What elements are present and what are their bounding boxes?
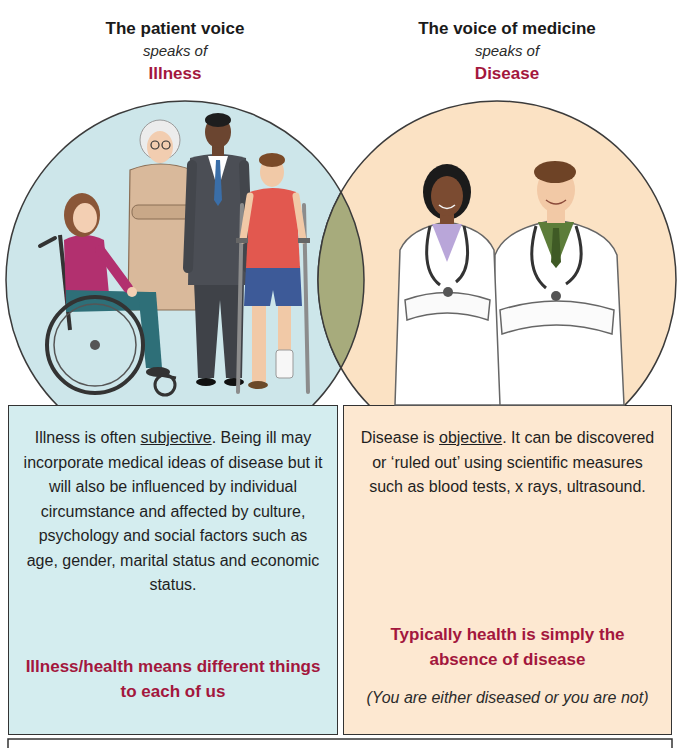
body-text: Disease is objective. It can be discover… xyxy=(358,426,657,500)
young-man-on-crutches-part xyxy=(236,238,248,243)
lower-panel-edge xyxy=(8,739,672,748)
female-doctor-part xyxy=(395,222,500,405)
man-in-suit-part xyxy=(194,280,244,378)
male-doctor-part xyxy=(534,161,576,183)
description-box: Illness is often subjective. Being ill m… xyxy=(8,405,338,735)
topic-heading: Illness xyxy=(25,62,325,86)
older-woman-part xyxy=(162,141,170,149)
female-doctor-part xyxy=(456,226,468,282)
man-in-suit-part xyxy=(214,160,222,206)
topic-heading: Disease xyxy=(357,62,657,86)
man-in-suit-part xyxy=(196,378,216,386)
male-doctor-part xyxy=(546,200,566,204)
circle-heading-group: The voice of medicinespeaks ofDisease xyxy=(357,18,657,86)
older-woman-part xyxy=(147,131,173,163)
young-man-on-crutches-part xyxy=(246,188,300,268)
woman-in-wheelchair-part xyxy=(47,297,143,393)
male-doctor-part xyxy=(538,222,574,268)
man-in-suit-part xyxy=(205,113,231,127)
circle-heading-group: The patient voicespeaks ofIllness xyxy=(25,18,325,86)
male-doctor-part xyxy=(492,220,624,405)
older-woman-part xyxy=(132,205,192,219)
female-doctor-part xyxy=(423,164,471,220)
speaks-of-text: speaks of xyxy=(25,40,325,62)
young-man-on-crutches-part xyxy=(259,153,285,167)
woman-in-wheelchair-part xyxy=(64,193,100,237)
young-man-on-crutches-part xyxy=(298,238,310,243)
woman-in-wheelchair-part xyxy=(155,375,175,395)
young-man-on-crutches-part xyxy=(248,381,268,389)
male-doctor-part xyxy=(500,301,614,334)
female-doctor-part xyxy=(431,176,463,216)
older-woman-part xyxy=(151,141,159,149)
older-woman xyxy=(128,120,196,310)
speaks-of-text: speaks of xyxy=(357,40,657,62)
woman-in-wheelchair-part xyxy=(100,250,128,288)
young-man-on-crutches xyxy=(236,153,310,392)
female-doctor xyxy=(395,164,500,405)
male-doctor-part xyxy=(551,228,561,268)
body-text: Illness is often subjective. Being ill m… xyxy=(23,426,323,598)
older-woman-part xyxy=(128,164,196,310)
woman-in-wheelchair xyxy=(40,193,176,395)
male-doctor xyxy=(492,161,624,405)
male-doctor-part xyxy=(532,226,546,288)
note-text: (You are either diseased or you are not) xyxy=(358,686,657,710)
female-doctor-part xyxy=(439,205,455,209)
underlined-word: objective xyxy=(439,429,502,446)
description-box: Disease is objective. It can be discover… xyxy=(343,405,672,735)
voice-heading: The patient voice xyxy=(25,18,325,40)
underlined-word: subjective xyxy=(141,429,212,446)
young-man-on-crutches-part xyxy=(243,196,250,240)
male-doctor-part xyxy=(566,226,581,284)
woman-in-wheelchair-part xyxy=(127,287,137,297)
young-man-on-crutches-part xyxy=(276,350,293,378)
young-man-on-crutches-part xyxy=(244,266,302,306)
male-doctor-part xyxy=(551,291,561,301)
young-man-on-crutches-part xyxy=(296,196,303,240)
man-in-suit-part xyxy=(224,378,244,386)
female-doctor-part xyxy=(427,226,440,285)
man-in-suit-part xyxy=(188,165,192,268)
female-doctor-part xyxy=(432,224,462,262)
emphasis-text: Illness/health means different things to… xyxy=(23,654,323,704)
circle-overlap xyxy=(318,192,364,368)
young-man-on-crutches-part xyxy=(252,304,266,382)
female-doctor-part xyxy=(443,287,453,297)
woman-in-wheelchair-part xyxy=(40,238,55,246)
woman-in-wheelchair-part xyxy=(54,304,136,386)
emphasis-text: Typically health is simply the absence o… xyxy=(358,622,657,672)
voice-heading: The voice of medicine xyxy=(357,18,657,40)
woman-in-wheelchair-part xyxy=(90,340,100,350)
woman-in-wheelchair-part xyxy=(73,203,97,233)
